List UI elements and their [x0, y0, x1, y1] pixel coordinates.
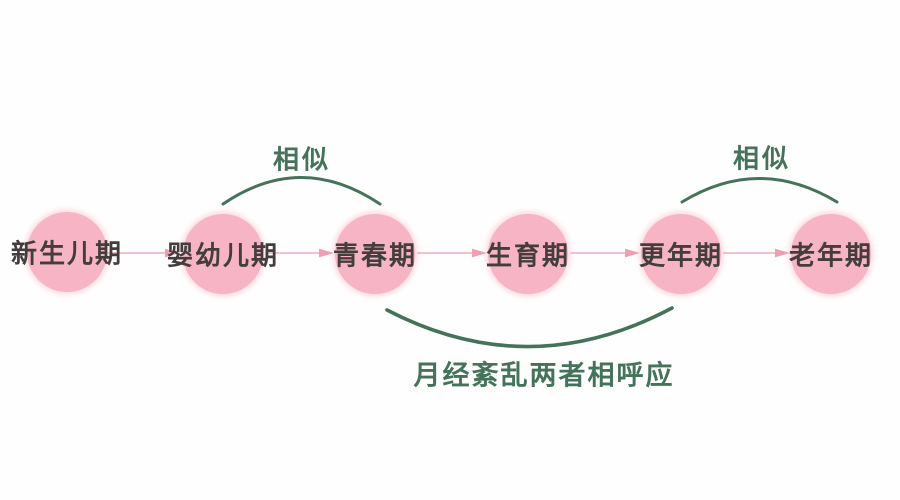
similarity-arc-right	[680, 177, 839, 204]
stage-circle-elderly: 老年期	[788, 214, 874, 294]
similarity-label-left: 相似	[272, 144, 332, 175]
similarity-label-right: 相似	[732, 143, 792, 174]
arrowhead-icon	[625, 248, 640, 258]
stage-circle-reproductive: 生育期	[485, 214, 571, 294]
stage-circle-menopause: 更年期	[638, 214, 724, 294]
stage-label: 更年期	[638, 240, 724, 271]
arrowhead-icon	[319, 248, 334, 258]
arrowhead-icon	[165, 248, 180, 258]
stage-label: 青春期	[332, 240, 418, 271]
flow-arrow-4	[570, 248, 640, 258]
stage-label: 新生儿期	[10, 238, 124, 269]
stage-circle-puberty: 青春期	[332, 214, 418, 294]
stage-label: 婴幼儿期	[166, 240, 280, 271]
similarity-arc-left	[221, 176, 382, 206]
stage-circle-infant: 婴幼儿期	[167, 214, 277, 294]
stage-circle-newborn: 新生儿期	[11, 212, 121, 292]
echo-label-bottom: 月经紊乱两者相呼应	[413, 360, 675, 391]
flow-arrow-2	[265, 248, 334, 258]
echo-arc-bottom	[385, 306, 674, 349]
stage-label: 生育期	[485, 240, 571, 271]
stage-label: 老年期	[788, 240, 874, 271]
arrowhead-icon	[775, 248, 790, 258]
flow-arrow-5	[723, 248, 790, 258]
flow-arrow-1	[107, 248, 180, 258]
arrowhead-icon	[472, 248, 487, 258]
flow-arrow-3	[417, 248, 487, 258]
